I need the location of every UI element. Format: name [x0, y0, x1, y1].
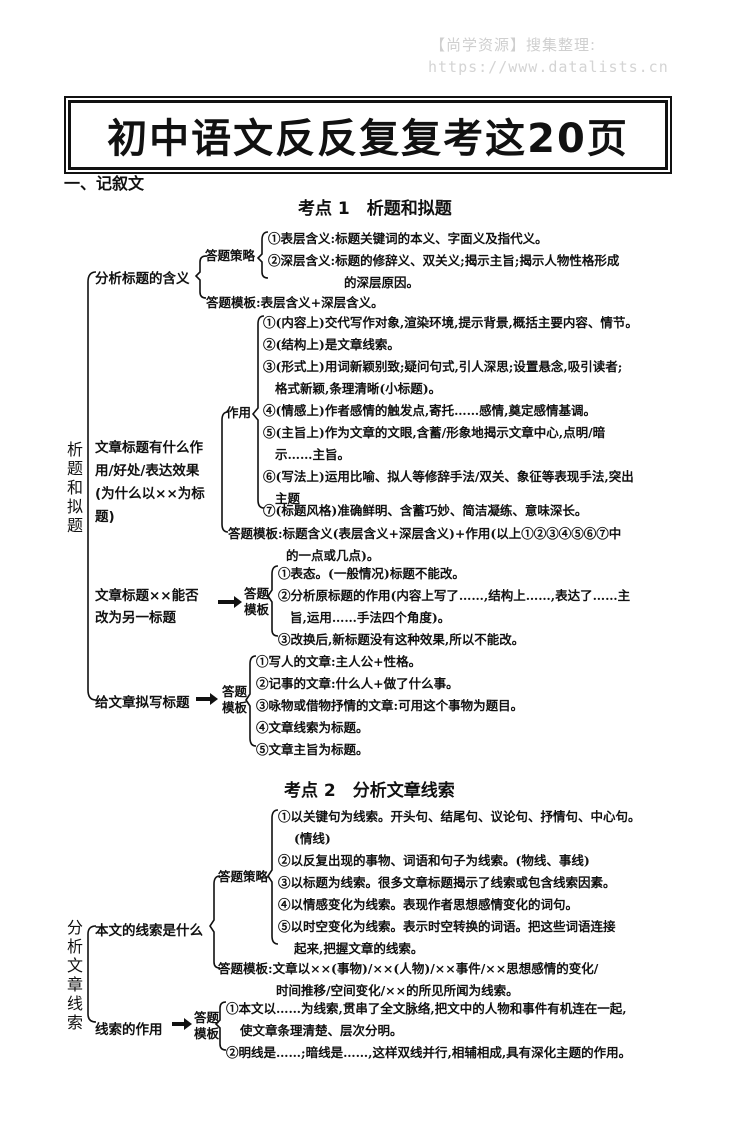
kp1-change-question-1: 文章标题××能否 [95, 588, 199, 604]
kp1-role-item-6-cont: 主题 [275, 491, 301, 506]
kp2-strategy-item-5-cont: 起来,把握文章的线索。 [294, 941, 424, 956]
kp2-template: 答题模板:文章以××(事物)/××(人物)/××事件/××思想感情的变化/ [218, 961, 599, 976]
kp2-role-item-1-cont: 使文章条理清楚、层次分明。 [240, 1023, 403, 1038]
kp2-strategy-item-2: ②以反复出现的事物、词语和句子为线索。(物线、事线) [278, 853, 590, 868]
kp1-write-item-1: ①写人的文章:主人公+性格。 [256, 654, 422, 669]
kp1-heading: 考点 1 析题和拟题 [298, 199, 452, 219]
watermark-line-1: 【尚学资源】搜集整理: [430, 36, 597, 54]
kp1-strategy-label: 答题策略 [205, 248, 256, 263]
kp1-role-item-4: ④(情感上)作者感情的触发点,寄托……感情,奠定感情基调。 [263, 403, 597, 418]
kp1-write-question: 给文章拟写标题 [95, 695, 190, 711]
kp2-strategy-item-4: ④以情感变化为线索。表现作者思想感情变化的词句。 [278, 897, 579, 912]
kp1-template-2: 答题模板:标题含义(表层含义+深层含义)+作用(以上①②③④⑤⑥⑦中 [228, 526, 622, 541]
kp1-role-item-5: ⑤(主旨上)作为文章的文眼,含蓄/形象地揭示文章中心,点明/暗 [263, 425, 606, 440]
kp1-role-item-7: ⑦(标题风格)准确鲜明、含蓄巧妙、简洁凝练、意味深长。 [263, 503, 588, 518]
kp1-write-item-5: ⑤文章主旨为标题。 [256, 742, 369, 757]
kp2-role-question: 线索的作用 [95, 1022, 163, 1038]
kp1-write-item-4: ④文章线索为标题。 [256, 720, 369, 735]
kp1-strategy-item-1: ①表层含义:标题关键词的本义、字面义及指代义。 [268, 231, 548, 246]
kp1-role-label: 作用 [226, 405, 252, 420]
kp1-write-answer-label: 答题模板 [222, 684, 248, 715]
kp2-strategy-label: 答题策略 [218, 869, 269, 884]
kp1-change-item-1: ①表态。(一般情况)标题不能改。 [278, 566, 465, 581]
kp1-role-item-5-cont: 示……主旨。 [275, 447, 351, 462]
kp2-answer-label: 答题模板 [194, 1010, 220, 1041]
kp2-strategy-item-1-cont: (情线) [294, 831, 331, 846]
kp2-strategy-item-5: ⑤以时空变化为线索。表示时空转换的词语。把这些词语连接 [278, 919, 616, 934]
kp2-role-item-1: ①本文以……为线索,贯串了全文脉络,把文中的人物和事件有机连在一起, [226, 1001, 627, 1016]
kp1-analyze-title: 分析标题的含义 [95, 271, 190, 287]
kp1-role-question-3: (为什么以××为标 [95, 486, 205, 502]
kp1-template-2-cont: 的一点或几点)。 [286, 548, 380, 563]
kp1-change-item-2-cont: 旨,运用……手法四个角度)。 [290, 610, 451, 625]
section-heading: 一、记叙文 [64, 174, 145, 193]
kp1-role-item-3: ③(形式上)用词新颖别致;疑问句式,引人深思;设置悬念,吸引读者; [263, 359, 623, 374]
kp1-change-item-2: ②分析原标题的作用(内容上写了……,结构上……,表达了……主 [278, 588, 631, 603]
kp1-change-item-3: ③改换后,新标题没有这种效果,所以不能改。 [278, 632, 525, 647]
kp2-strategy-item-1: ①以关键句为线索。开头句、结尾句、议论句、抒情句、中心句。 [278, 809, 641, 824]
kp1-role-question-1: 文章标题有什么作 [95, 440, 203, 456]
kp1-role-item-2: ②(结构上)是文章线索。 [263, 337, 400, 352]
kp1-template-1: 答题模板:表层含义+深层含义。 [206, 295, 384, 310]
kp1-role-item-3-cont: 格式新颖,条理清晰(小标题)。 [275, 381, 442, 396]
kp1-role-question-2: 用/好处/表达效果 [95, 463, 200, 479]
kp1-strategy-item-2: ②深层含义:标题的修辞义、双关义;揭示主旨;揭示人物性格形成 [268, 253, 620, 268]
kp1-side-label: 析题和拟题 [66, 440, 83, 535]
kp1-write-item-2: ②记事的文章:什么人+做了什么事。 [256, 676, 459, 691]
kp1-change-question-2: 改为另一标题 [95, 610, 176, 626]
kp2-role-item-2: ②明线是……;暗线是……,这样双线并行,相辅相成,具有深化主题的作用。 [226, 1045, 632, 1060]
kp1-strategy-item-2-cont: 的深层原因。 [344, 275, 420, 290]
kp2-template-cont: 时间推移/空间变化/××的所见所闻为线索。 [276, 983, 519, 998]
kp1-change-answer-label: 答题模板 [244, 586, 270, 617]
kp2-side-label: 分析文章线索 [66, 918, 83, 1032]
kp1-role-question-4: 题) [95, 509, 115, 525]
watermark-line-2: https://www.datalists.cn [428, 58, 669, 76]
kp1-role-item-1: ①(内容上)交代写作对象,渲染环境,提示背景,概括主要内容、情节。 [263, 315, 638, 330]
page-title: 初中语文反反复复考这20页 [107, 116, 629, 162]
kp1-write-item-3: ③咏物或借物抒情的文章:可用这个事物为题目。 [256, 698, 524, 713]
kp2-heading: 考点 2 分析文章线索 [284, 781, 455, 801]
kp2-what-question: 本文的线索是什么 [95, 923, 203, 939]
page-title-box: 初中语文反反复复考这20页 [68, 100, 668, 170]
kp2-strategy-item-3: ③以标题为线索。很多文章标题揭示了线索或包含线索因素。 [278, 875, 616, 890]
kp1-role-item-6: ⑥(写法上)运用比喻、拟人等修辞手法/双关、象征等表现手法,突出 [263, 469, 634, 484]
